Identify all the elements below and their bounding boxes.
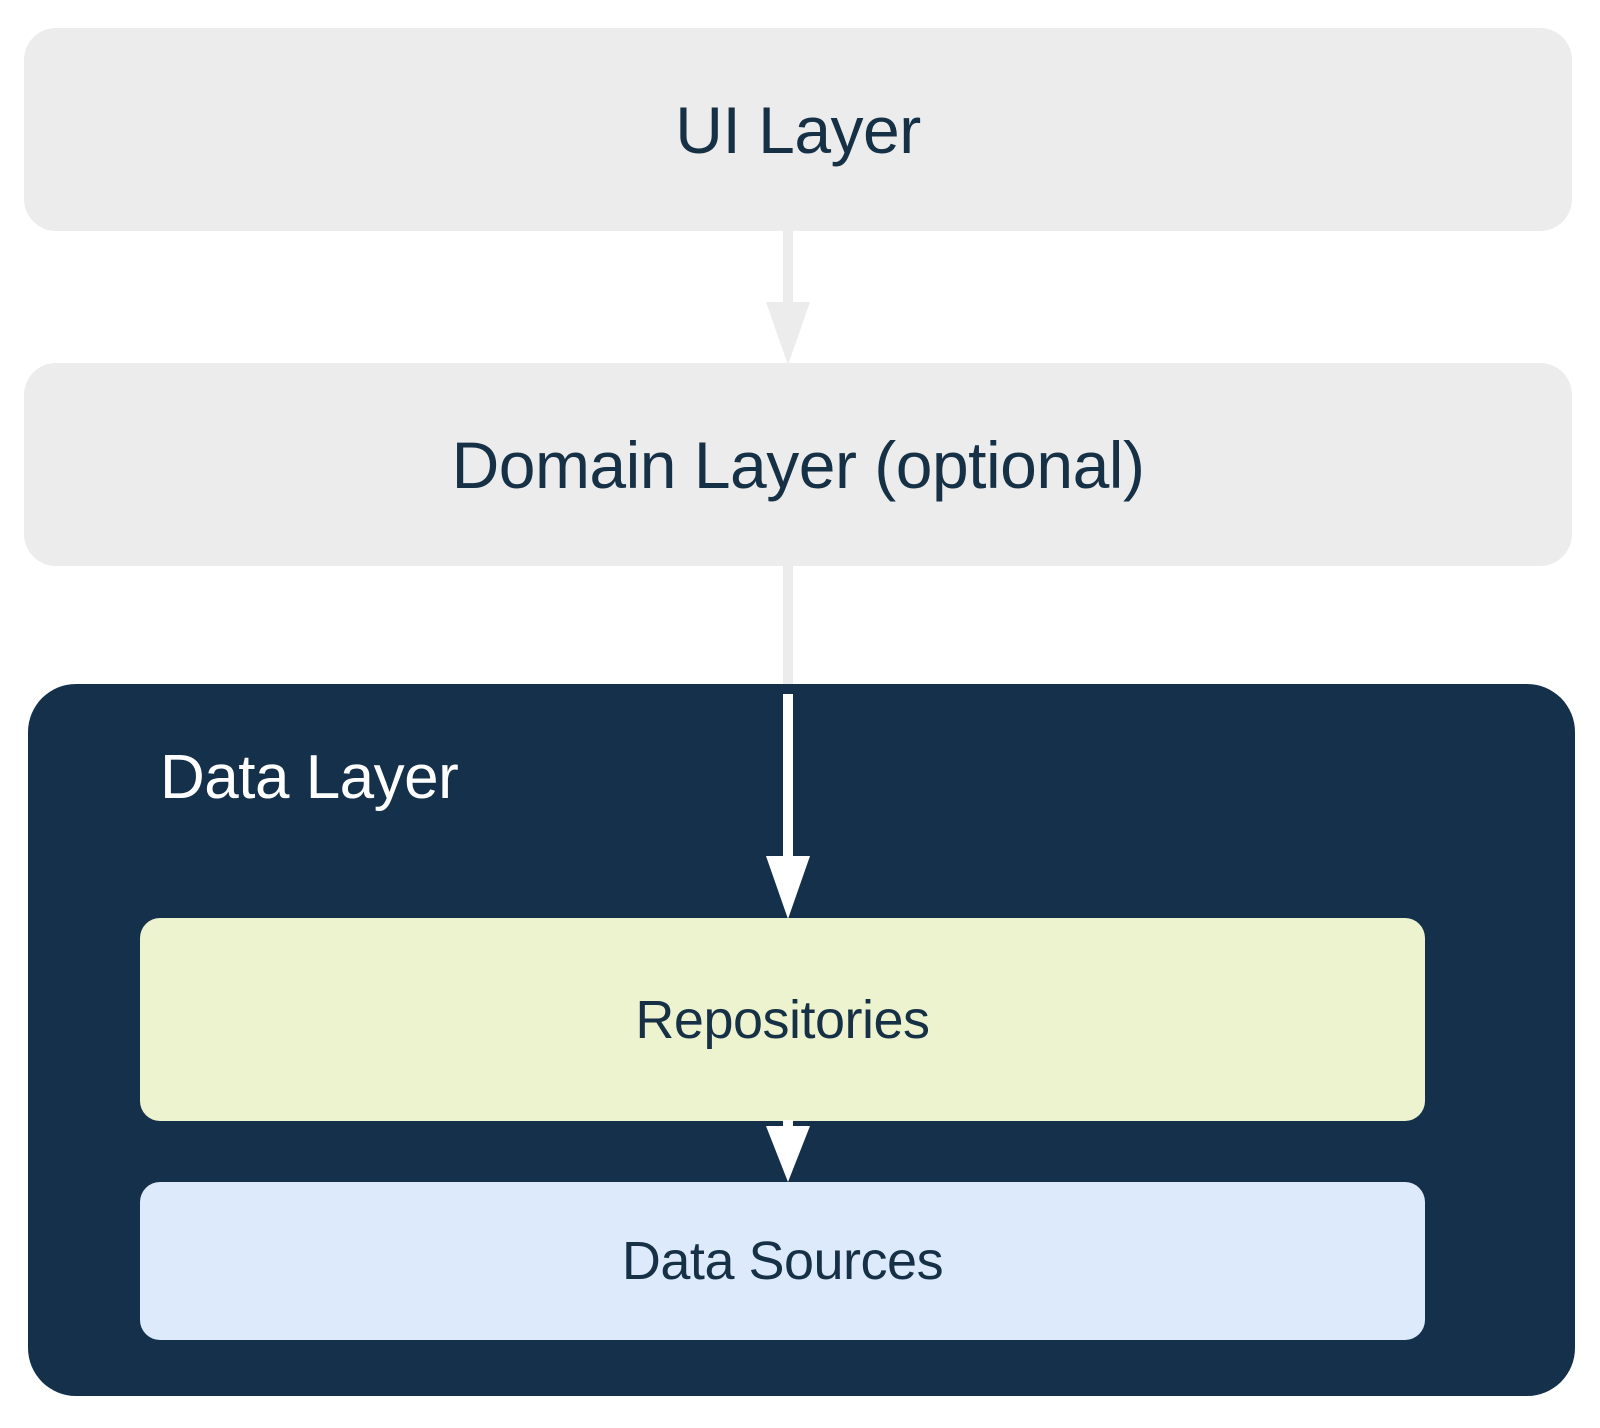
data-sources-label: Data Sources: [621, 1231, 944, 1291]
repositories-box: Repositories: [140, 918, 1425, 1121]
domain-layer-box: Domain Layer (optional): [24, 363, 1572, 566]
repositories-label: Repositories: [635, 989, 930, 1050]
ui-layer-box: UI Layer: [24, 28, 1572, 231]
arrow-domain-to-repositories-stem-icon: [760, 565, 816, 694]
arrow-ui-to-domain-icon: [760, 230, 816, 366]
domain-layer-label: Domain Layer (optional): [451, 427, 1145, 502]
ui-layer-label: UI Layer: [675, 92, 921, 167]
data-sources-box: Data Sources: [140, 1182, 1425, 1340]
data-layer-label: Data Layer: [160, 743, 459, 812]
